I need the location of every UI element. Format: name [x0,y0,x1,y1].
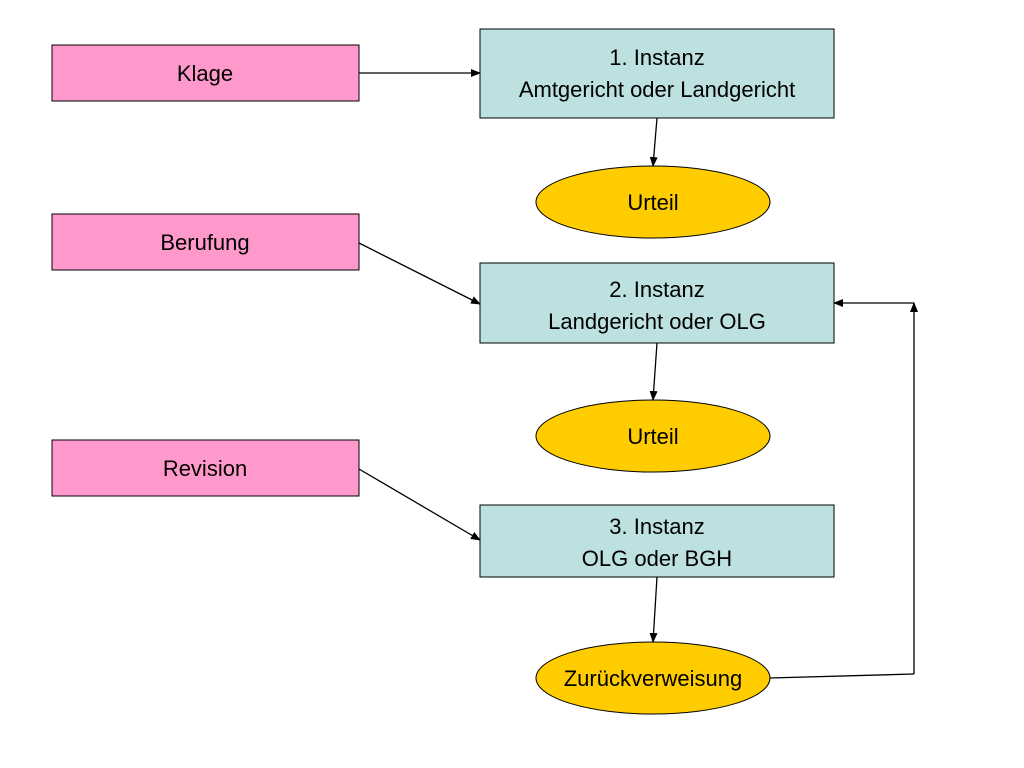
first-instance-box: 1. Instanz Amtgericht oder Landgericht [479,28,835,119]
third-instance-court: OLG oder BGH [582,546,732,571]
first-instance-title: 1. Instanz [609,45,704,70]
revision-to-third-instance-arrow [358,468,481,541]
second-instance-to-urteil-arrow [649,342,658,401]
urteil-2-label: Urteil [627,424,678,449]
second-instance-court: Landgericht oder OLG [548,309,766,334]
berufung-to-second-instance-arrow [358,242,481,305]
third-instance-title: 3. Instanz [609,514,704,539]
urteil-1-ellipse: Urteil [535,165,771,239]
urteil-2-ellipse: Urteil [535,399,771,473]
berufung-box: Berufung [51,213,360,271]
second-instance-title: 2. Instanz [609,277,704,302]
zurueckverweisung-label: Zurückverweisung [564,666,743,691]
third-instance-to-zurueckverweisung-arrow [649,576,658,643]
klage-box: Klage [51,44,360,102]
zurueckverweisung-loop-horizontal [769,673,915,679]
second-instance-box: 2. Instanz Landgericht oder OLG [479,262,835,344]
urteil-1-label: Urteil [627,190,678,215]
zurueckverweisung-ellipse: Zurückverweisung [535,641,771,715]
revision-label: Revision [163,456,247,481]
klage-label: Klage [177,61,233,86]
third-instance-box: 3. Instanz OLG oder BGH [479,504,835,578]
first-instance-to-urteil-arrow [649,117,658,167]
revision-box: Revision [51,439,360,497]
berufung-label: Berufung [160,230,249,255]
first-instance-court: Amtgericht oder Landgericht [519,77,795,102]
